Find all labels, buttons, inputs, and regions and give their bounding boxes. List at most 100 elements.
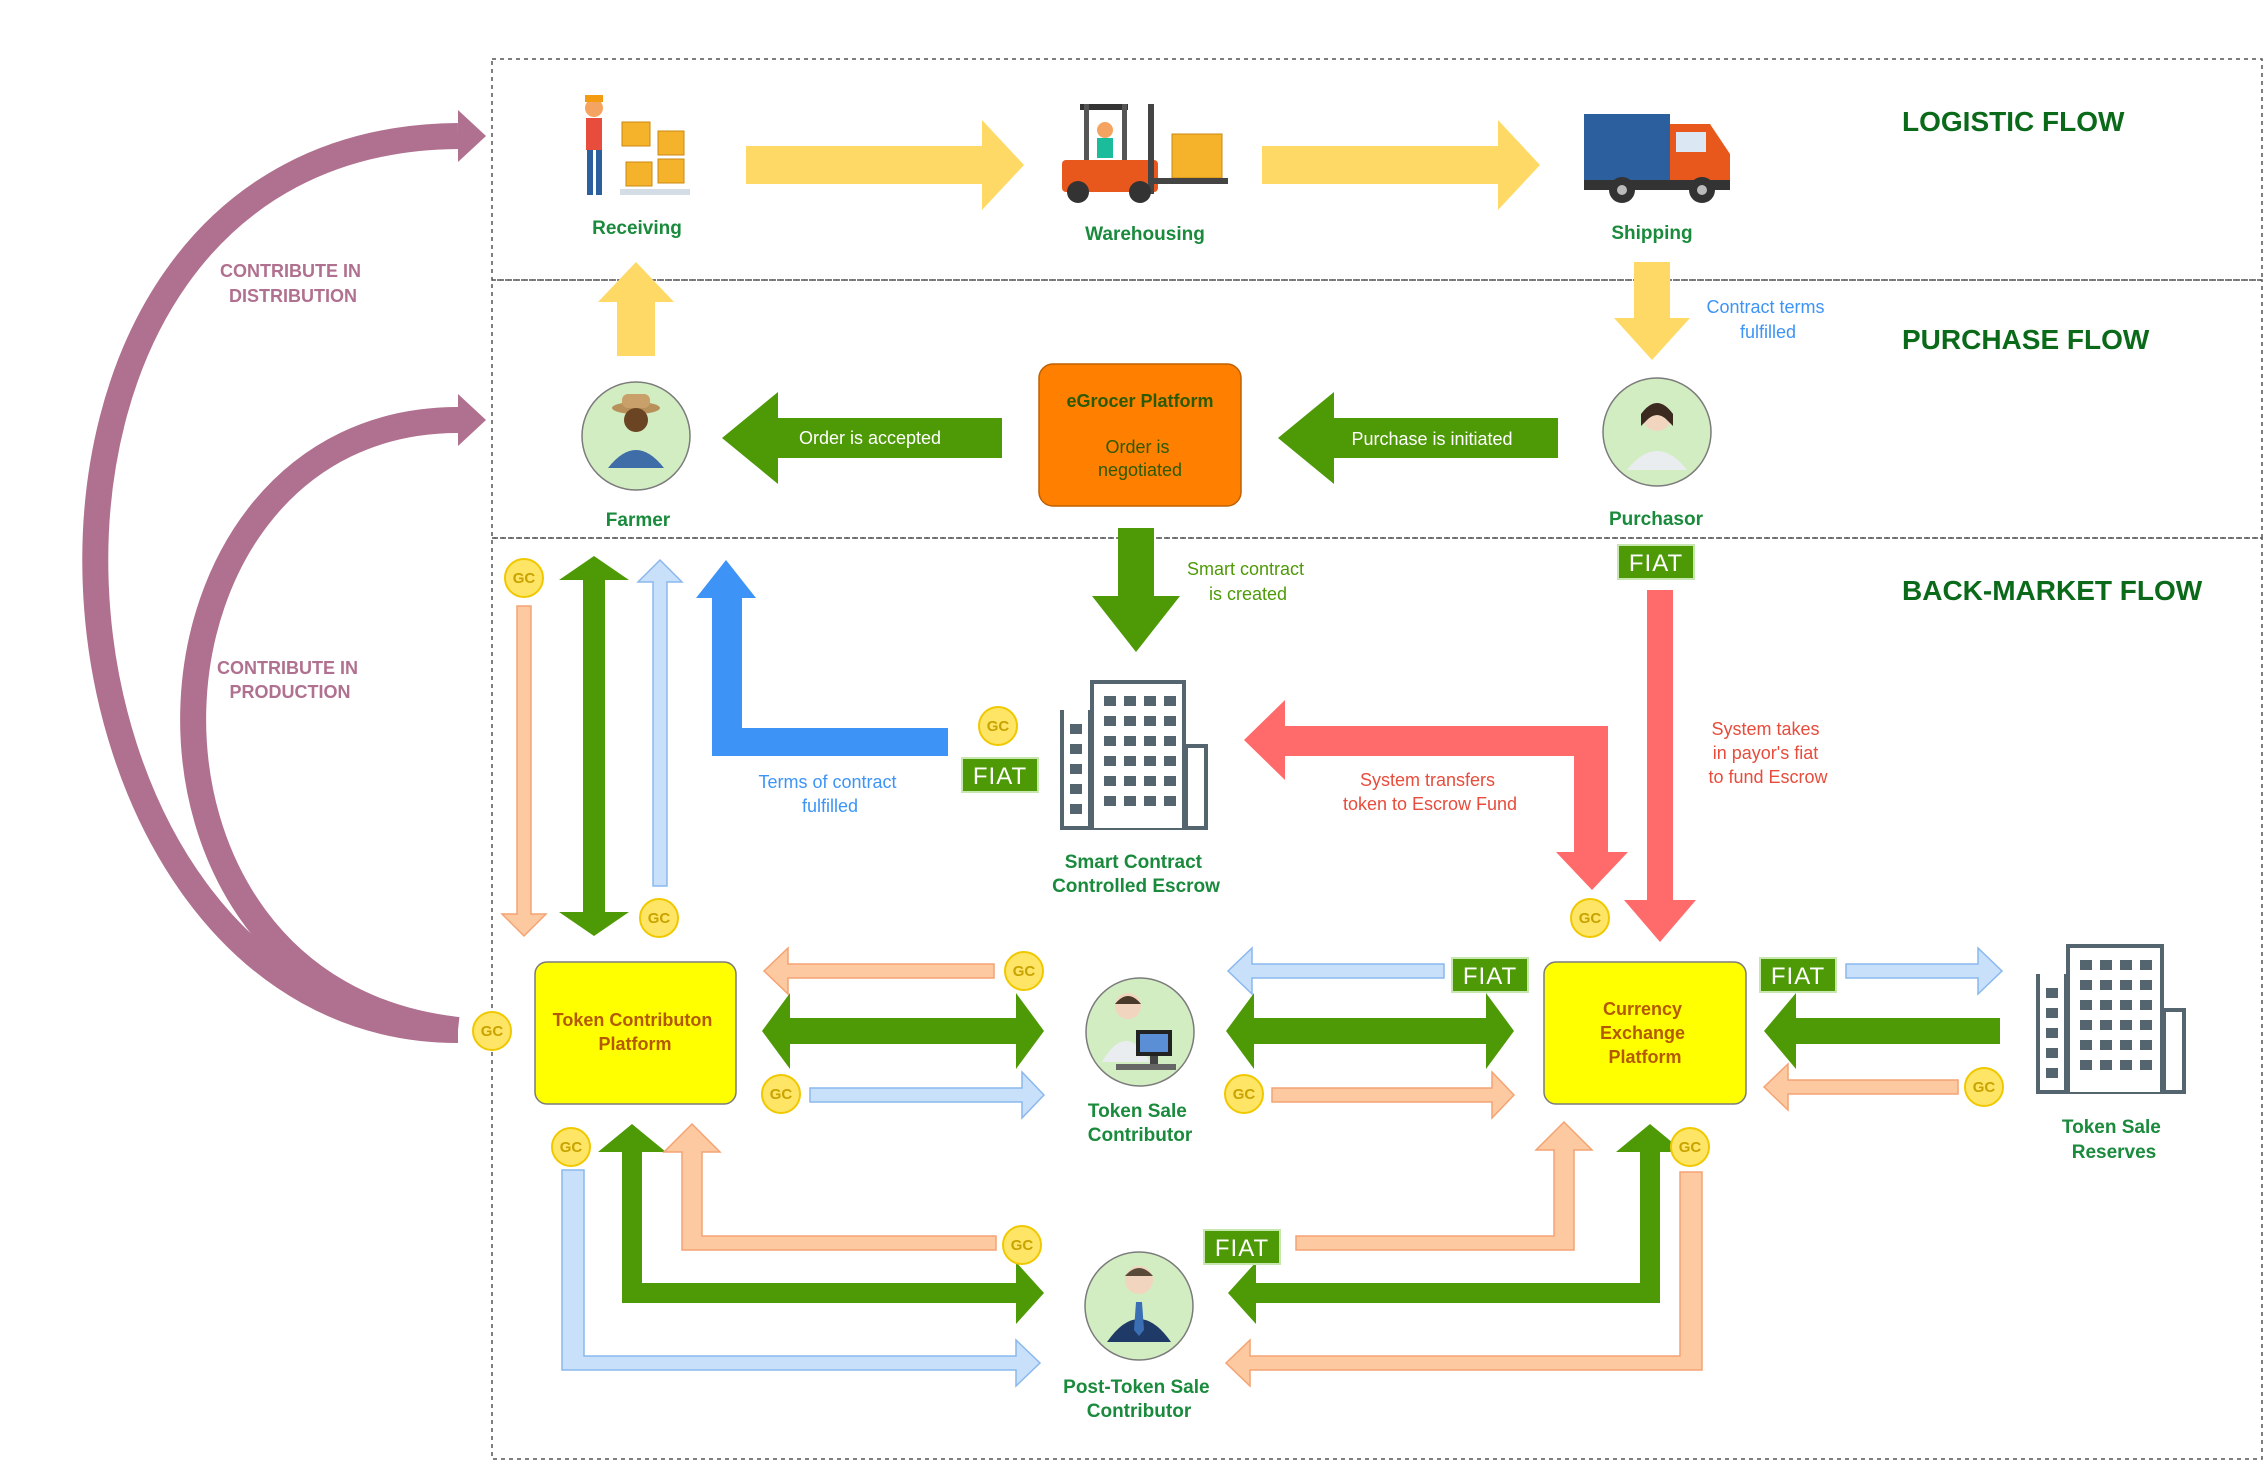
- gc-coin: GC: [1002, 1225, 1042, 1265]
- arrow-green-farmer-token: [559, 556, 629, 936]
- building-window: [2140, 1060, 2152, 1070]
- building-window: [1070, 784, 1082, 794]
- svg-text:GC: GC: [1013, 963, 1036, 980]
- building-window: [1164, 776, 1176, 786]
- arrow-farmer-to-receiving: [598, 262, 674, 356]
- building-window: [2046, 988, 2058, 998]
- building-window: [1124, 756, 1136, 766]
- purchasor-label: Purchasor: [1609, 509, 1704, 530]
- fiat-badge-reserves: FIAT: [1759, 957, 1837, 993]
- building-window: [2080, 980, 2092, 990]
- arrow-order-accepted: [722, 392, 1002, 484]
- building-window: [1144, 736, 1156, 746]
- post-token-sale-contributor-avatar: [1084, 1251, 1194, 1361]
- building-window: [1144, 696, 1156, 706]
- building-window: [1104, 796, 1116, 806]
- back-market-flow-frame: [491, 537, 2263, 1460]
- gc-coin: GC: [504, 558, 544, 598]
- svg-text:GC: GC: [770, 1086, 793, 1103]
- post-token-sale-contributor-label: Post-Token Sale Contributor: [1063, 1377, 1215, 1422]
- svg-text:GC: GC: [1233, 1086, 1256, 1103]
- system-takes-caption: System takes in payor's fiat to fund Esc…: [1708, 719, 1828, 787]
- token-sale-contributor-avatar: [1085, 977, 1195, 1087]
- arrow-system-takes: [1624, 590, 1696, 942]
- building-window: [2140, 960, 2152, 970]
- escrow-label: Smart Contract Controlled Escrow: [1052, 852, 1220, 897]
- building-window: [2140, 980, 2152, 990]
- building-window: [1164, 716, 1176, 726]
- logistic-flow-title: LOGISTIC FLOW: [1902, 106, 2125, 137]
- building-window: [2120, 960, 2132, 970]
- purchase-flow-frame: [491, 279, 2263, 539]
- building-window: [1124, 776, 1136, 786]
- arrow-green-up-right: [1228, 1124, 1684, 1324]
- building-window: [1164, 756, 1176, 766]
- building-window: [1070, 804, 1082, 814]
- fiat-badge-purchasor: FIAT: [1617, 544, 1695, 580]
- contribute-arcs: [82, 110, 486, 1043]
- arrow-purchase-initiated: [1278, 392, 1558, 484]
- building-window: [2120, 1040, 2132, 1050]
- gc-coin: GC: [1670, 1127, 1710, 1167]
- contribute-production-label: CONTRIBUTE IN PRODUCTION: [217, 658, 363, 702]
- building-window: [2080, 1000, 2092, 1010]
- building-window: [2046, 1008, 2058, 1018]
- farmer-label: Farmer: [606, 510, 671, 531]
- building-window: [2100, 1000, 2112, 1010]
- svg-text:GC: GC: [1011, 1237, 1034, 1254]
- building-window: [1144, 776, 1156, 786]
- arrow-smart-contract-created: [1092, 528, 1180, 652]
- token-contribution-platform-box: [534, 961, 737, 1105]
- contribute-distribution-label: CONTRIBUTE IN DISTRIBUTION: [220, 261, 366, 306]
- arrow-green-token-sale: [762, 993, 1044, 1069]
- svg-text:GC: GC: [1579, 910, 1602, 927]
- arrow-peach-left-1: [762, 946, 995, 996]
- building-window: [1144, 756, 1156, 766]
- token-sale-contributor-label: Token Sale Contributor: [1088, 1101, 1193, 1146]
- building-window: [1104, 776, 1116, 786]
- gc-coin: GC: [978, 706, 1018, 746]
- arrow-peach-right-2: [1271, 1070, 1516, 1120]
- building-window: [1124, 796, 1136, 806]
- building-window: [2046, 1068, 2058, 1078]
- smart-contract-caption: Smart contract is created: [1187, 559, 1309, 604]
- arrow-peach-down-farmer: [500, 605, 548, 938]
- building-window: [1144, 716, 1156, 726]
- farmer-avatar: [581, 381, 691, 491]
- gc-coin: GC: [1964, 1067, 2004, 1107]
- building-window: [1070, 764, 1082, 774]
- escrow-building-windows: [1070, 696, 1176, 814]
- production-arc: [180, 407, 460, 1043]
- building-window: [2080, 960, 2092, 970]
- frames: [491, 58, 2263, 1460]
- fiat-badge-post-token: FIAT: [1203, 1229, 1281, 1265]
- building-window: [2120, 1060, 2132, 1070]
- building-window: [2120, 980, 2132, 990]
- distribution-arc: [82, 123, 459, 1043]
- building-window: [1124, 716, 1136, 726]
- building-window: [2140, 1040, 2152, 1050]
- building-window: [1104, 696, 1116, 706]
- arrow-green-up-left: [598, 1124, 1044, 1324]
- arrow-system-transfers: [1244, 700, 1628, 890]
- building-window: [2080, 1040, 2092, 1050]
- svg-text:GC: GC: [987, 718, 1010, 735]
- token-contribution-platform-label: Token Contributon Platform: [553, 1010, 718, 1054]
- building-window: [1164, 796, 1176, 806]
- svg-text:FIAT: FIAT: [1771, 963, 1825, 990]
- building-window: [1164, 736, 1176, 746]
- building-window: [1104, 756, 1116, 766]
- production-arrowhead: [458, 394, 486, 446]
- purchase-initiated-caption: Purchase is initiated: [1351, 429, 1512, 449]
- reserves-building-windows: [2046, 960, 2152, 1078]
- gc-coin: GC: [1570, 898, 1610, 938]
- arrow-warehousing-to-shipping: [1262, 120, 1540, 210]
- arrow-light-blue-right-1: [809, 1070, 1046, 1120]
- building-window: [2080, 1020, 2092, 1030]
- svg-text:FIAT: FIAT: [1463, 963, 1517, 990]
- shipping-label: Shipping: [1611, 223, 1692, 244]
- currency-exchange-platform-box: [1543, 961, 1747, 1105]
- egrocer-platform-title: eGrocer Platform: [1066, 391, 1213, 411]
- arrow-light-blue-up-farmer: [636, 558, 684, 887]
